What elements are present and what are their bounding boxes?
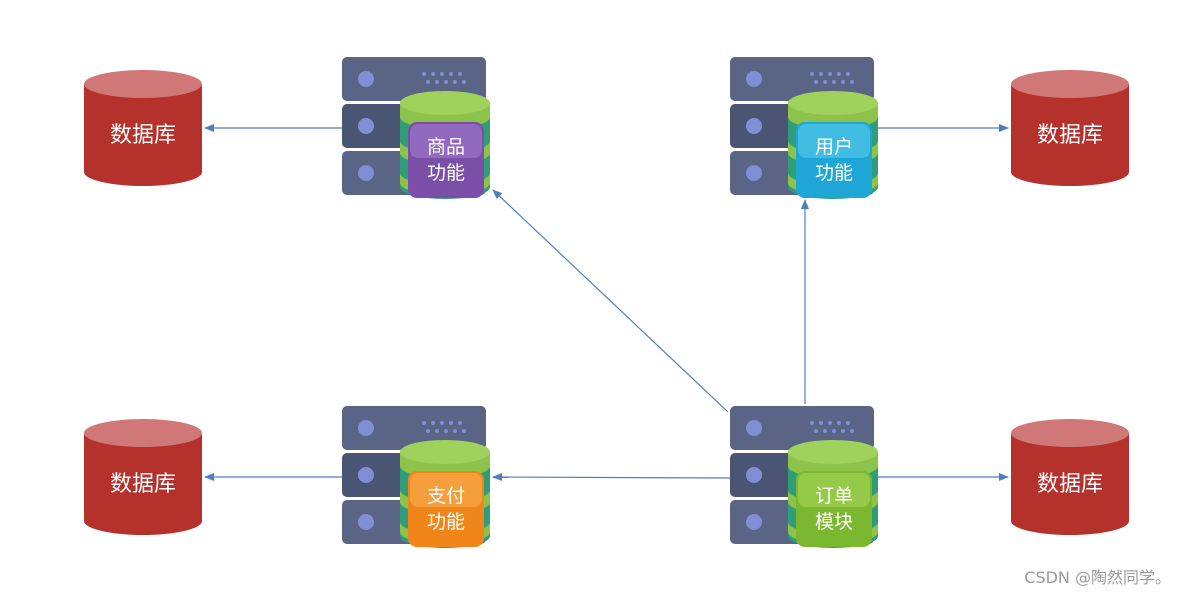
- database-bottom-left: 数据库: [84, 419, 202, 535]
- database-label: 数据库: [110, 123, 176, 148]
- service-label-line2: 功能: [815, 162, 853, 184]
- database-top-left: 数据库: [84, 70, 202, 186]
- watermark: CSDN @陶然同学。: [1024, 568, 1171, 587]
- database-top-right: 数据库: [1011, 70, 1129, 186]
- service-label-line2: 功能: [427, 511, 465, 533]
- service-badge-product: 商品 功能: [408, 122, 484, 198]
- service-product: 商品 功能: [342, 57, 490, 199]
- database-label: 数据库: [110, 472, 176, 497]
- arrow-order-to-payment: [492, 473, 733, 482]
- service-label-line1: 用户: [815, 136, 853, 158]
- database-label: 数据库: [1037, 123, 1103, 148]
- service-label-line1: 商品: [427, 136, 465, 158]
- service-label-line1: 支付: [427, 485, 465, 507]
- database-label: 数据库: [1037, 472, 1103, 497]
- database-bottom-right: 数据库: [1011, 419, 1129, 535]
- service-label-line1: 订单: [815, 485, 853, 507]
- service-label-line2: 功能: [427, 162, 465, 184]
- connections: [204, 124, 1009, 482]
- service-badge-payment: 支付 功能: [408, 471, 484, 547]
- service-badge-order: 订单 模块: [796, 471, 872, 547]
- service-badge-user: 用户 功能: [796, 122, 872, 198]
- service-order: 订单 模块: [730, 406, 878, 548]
- service-payment: 支付 功能: [342, 406, 490, 548]
- service-user: 用户 功能: [730, 57, 878, 199]
- arrow-order-to-product: [492, 189, 729, 413]
- service-label-line2: 模块: [815, 511, 853, 533]
